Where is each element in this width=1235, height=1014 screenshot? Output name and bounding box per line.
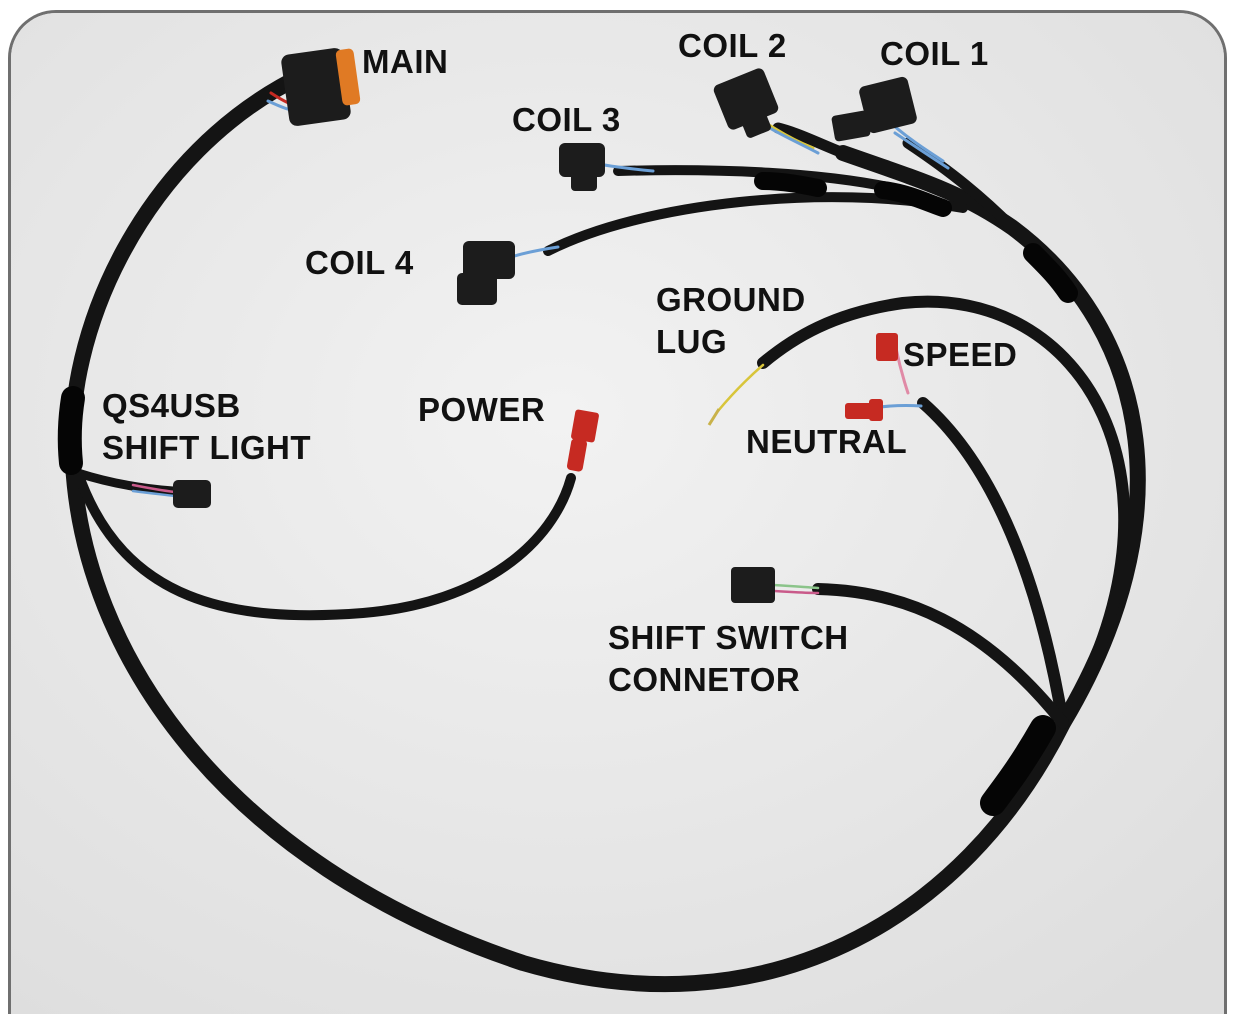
coil-3-connector bbox=[559, 143, 605, 191]
label-coil-4: COIL 4 bbox=[305, 244, 414, 281]
coil-4-connector bbox=[457, 241, 515, 305]
neutral-cable bbox=[917, 397, 1069, 729]
power-cable bbox=[73, 468, 576, 621]
label-coil-3: COIL 3 bbox=[512, 101, 621, 138]
coil-2-connector bbox=[713, 68, 779, 138]
label-speed: SPEED bbox=[903, 336, 1018, 373]
label-coil-1: COIL 1 bbox=[880, 35, 989, 72]
label-shift-switch-line-1: SHIFT SWITCH bbox=[608, 619, 849, 656]
label-neutral: NEUTRAL bbox=[746, 423, 908, 460]
shift-switch-cable bbox=[812, 583, 1069, 729]
label-ground-line-2: LUG bbox=[656, 323, 728, 360]
ground-lug-cable bbox=[757, 295, 1131, 729]
label-qs4usb-line-1: QS4USB bbox=[102, 387, 241, 424]
photo-frame bbox=[8, 10, 1227, 1014]
neutral-terminal bbox=[845, 399, 883, 421]
label-qs4usb-line-2: SHIFT LIGHT bbox=[102, 429, 311, 466]
main-connector bbox=[281, 48, 361, 126]
qs4usb-connector bbox=[173, 480, 211, 508]
label-shift-switch-line-2: CONNETOR bbox=[608, 661, 801, 698]
label-main: MAIN bbox=[362, 43, 449, 80]
wiring-harness-photo bbox=[11, 13, 1224, 1014]
shift-switch-connector bbox=[731, 567, 775, 603]
power-terminal bbox=[566, 409, 599, 472]
ground-lug-wire-tip bbox=[707, 408, 721, 426]
coil-1-connector bbox=[831, 76, 917, 142]
coil-2-cable bbox=[772, 122, 849, 159]
label-power: POWER bbox=[418, 391, 546, 428]
label-coil-2: COIL 2 bbox=[678, 27, 787, 64]
speed-terminal bbox=[876, 333, 898, 361]
label-ground-line-1: GROUND bbox=[656, 281, 806, 318]
